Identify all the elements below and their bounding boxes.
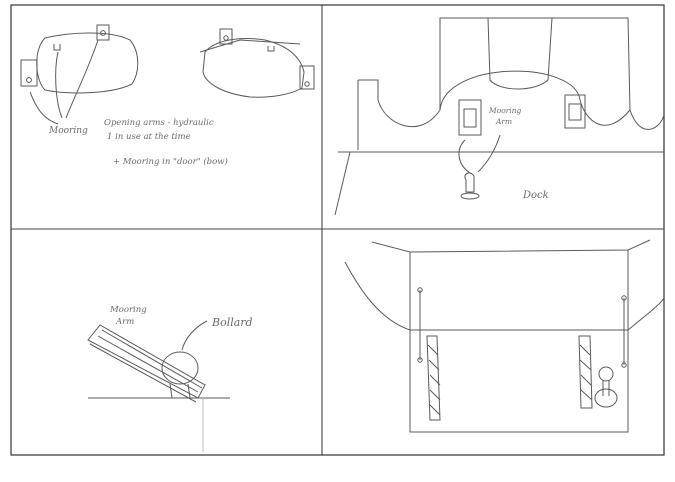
note-line-2: 1 in use at the time	[107, 132, 191, 142]
bow-top	[372, 240, 650, 252]
label-mooring-arm-2: Arm	[115, 317, 134, 327]
arrow	[478, 135, 500, 172]
ship-underside	[345, 262, 664, 330]
mooring-arm	[88, 325, 205, 398]
hinge-mark	[268, 46, 274, 51]
mooring-arm-inner	[464, 109, 476, 127]
vessel-top-view	[37, 33, 138, 93]
note-line-1: Opening arms - hydraulic	[104, 118, 214, 128]
mooring-arm-left	[459, 100, 481, 135]
label-dock: Dock	[522, 190, 549, 201]
arm-pivot	[27, 78, 32, 83]
vessel-side-view	[203, 39, 304, 98]
panel-bottom-right	[345, 240, 664, 432]
bollard-head	[599, 367, 613, 381]
mooring-arm-inner	[569, 104, 581, 120]
bow-arch	[440, 71, 630, 125]
arrow	[30, 92, 58, 124]
label-mooring-arm-2: Arm	[495, 117, 512, 126]
label-bollard: Bollard	[211, 316, 253, 329]
mooring-arm-top	[97, 25, 109, 40]
dock-slope	[335, 152, 350, 215]
panel-bottom-left	[88, 321, 230, 452]
arrow	[56, 52, 62, 118]
note-line-3: + Mooring in "door" (bow)	[113, 156, 228, 167]
arrow	[182, 321, 207, 350]
label-mooring: Mooring	[48, 126, 88, 136]
fender-right	[579, 336, 592, 408]
dock-box	[410, 330, 628, 432]
panel-top-left	[21, 25, 314, 124]
label-mooring-arm-1: Mooring	[488, 106, 522, 115]
sheet-border	[11, 5, 664, 455]
bow-door	[488, 18, 552, 89]
arm-pivot	[224, 36, 228, 40]
mooring-arm-right	[565, 95, 585, 128]
label-mooring-arm-1: Mooring	[109, 305, 147, 315]
bollard-base	[461, 193, 479, 199]
bollard-base	[595, 389, 617, 407]
bollard-post	[603, 380, 609, 396]
bow-line	[200, 40, 300, 52]
arrow	[66, 40, 98, 118]
mooring-arm-edge	[90, 344, 196, 402]
bollard	[465, 173, 474, 192]
arm-pivot	[305, 82, 309, 86]
arrow	[459, 140, 470, 173]
hinge-mark	[54, 44, 60, 50]
